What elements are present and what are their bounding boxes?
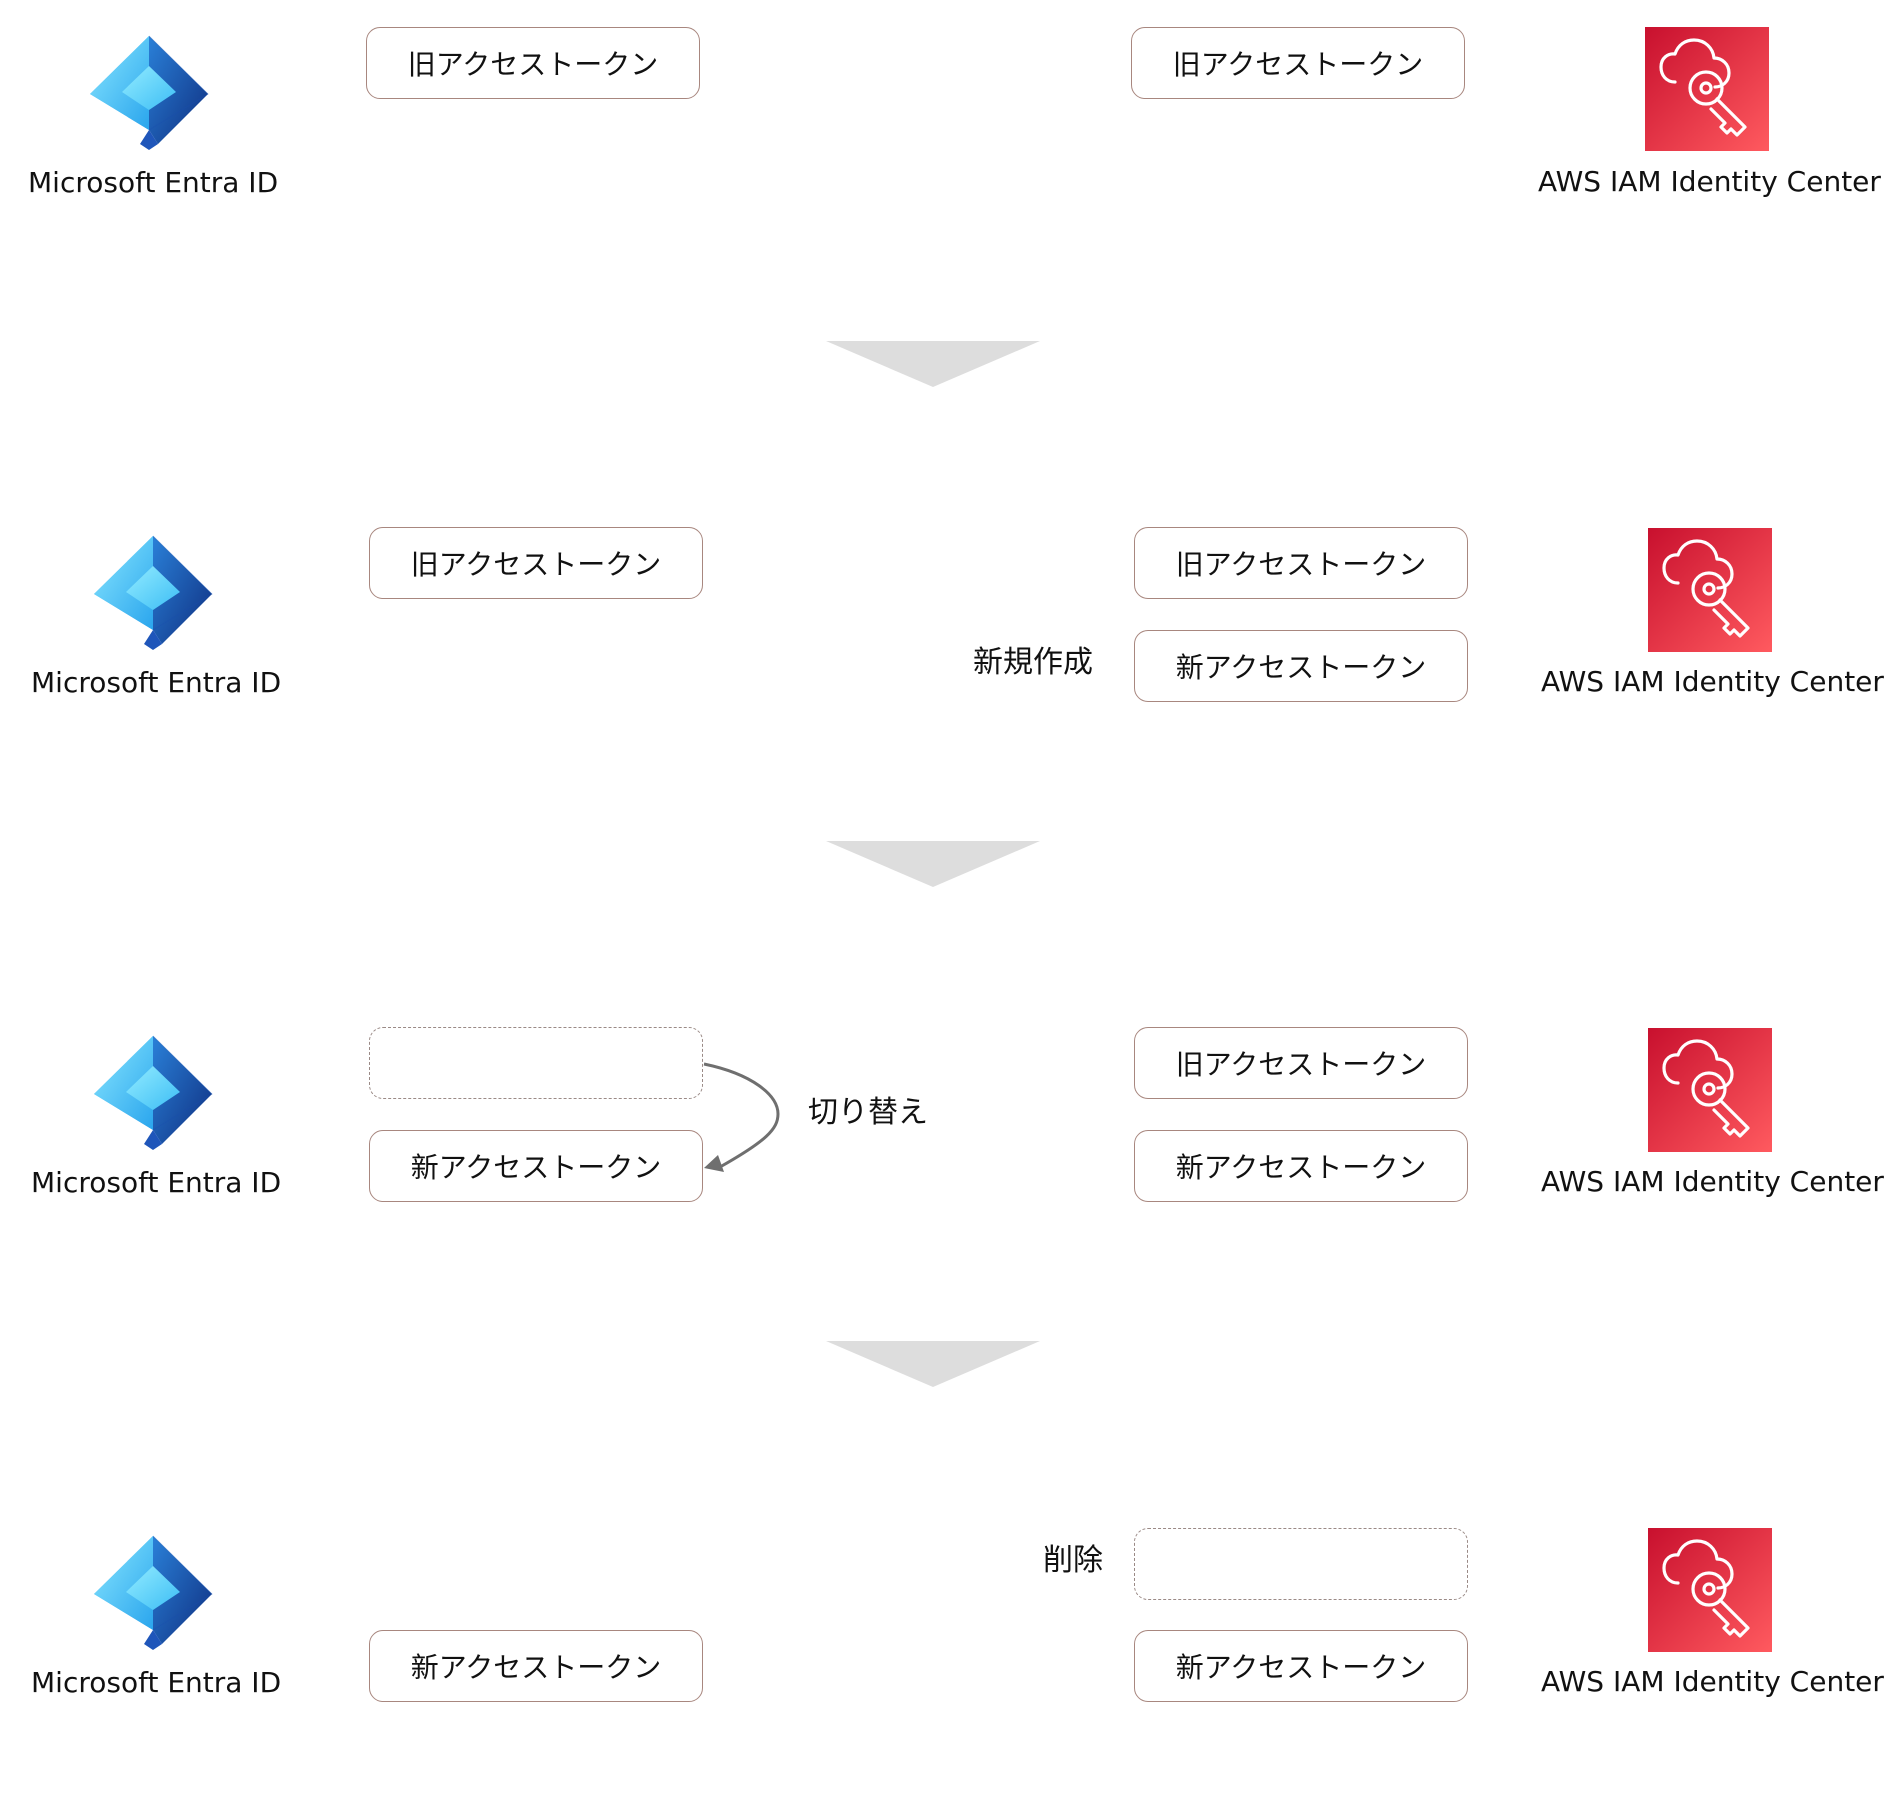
stage-transition-arrow-2 (826, 841, 1040, 887)
rotation-stage-2: Microsoft Entra ID 旧アクセストークン 旧アクセストークン 新… (0, 500, 1902, 820)
microsoft-entra-id-icon (88, 532, 218, 652)
microsoft-entra-id-label: Microsoft Entra ID (31, 1166, 282, 1199)
stage-transition-arrow-1 (826, 341, 1040, 387)
aws-iam-identity-center-icon (1645, 27, 1769, 151)
entra-new-access-token: 新アクセストークン (369, 1130, 703, 1202)
aws-new-access-token: 新アクセストークン (1134, 1630, 1468, 1702)
entra-new-access-token: 新アクセストークン (369, 1630, 703, 1702)
microsoft-entra-id-icon (88, 1032, 218, 1152)
switch-token-label: 切り替え (808, 1095, 928, 1130)
rotation-stage-3: Microsoft Entra ID 新アクセストークン 切り替え 旧アクセスト… (0, 1000, 1902, 1320)
aws-iam-identity-center-icon (1648, 1028, 1772, 1152)
microsoft-entra-id-label: Microsoft Entra ID (31, 666, 282, 699)
microsoft-entra-id-label: Microsoft Entra ID (28, 166, 279, 199)
entra-token-placeholder (369, 1027, 703, 1099)
switch-arrow (703, 1062, 780, 1172)
aws-new-access-token: 新アクセストークン (1134, 630, 1468, 702)
aws-iam-identity-center-icon (1648, 1528, 1772, 1652)
rotation-stage-4: Microsoft Entra ID 新アクセストークン 削除 新アクセストーク… (0, 1500, 1902, 1820)
microsoft-entra-id-icon (88, 1532, 218, 1652)
rotation-stage-1: Microsoft Entra ID 旧アクセストークン 旧アクセストークン A… (0, 0, 1902, 320)
aws-deleted-token-placeholder (1134, 1528, 1468, 1600)
aws-iam-identity-center-label: AWS IAM Identity Center (1541, 1165, 1884, 1198)
aws-iam-identity-center-icon (1648, 528, 1772, 652)
stage-transition-arrow-3 (826, 1341, 1040, 1387)
aws-old-access-token: 旧アクセストークン (1134, 527, 1468, 599)
microsoft-entra-id-label: Microsoft Entra ID (31, 1666, 282, 1699)
aws-new-access-token: 新アクセストークン (1134, 1130, 1468, 1202)
aws-iam-identity-center-label: AWS IAM Identity Center (1541, 1665, 1884, 1698)
aws-iam-identity-center-label: AWS IAM Identity Center (1538, 165, 1881, 198)
aws-old-access-token: 旧アクセストークン (1134, 1027, 1468, 1099)
aws-iam-identity-center-label: AWS IAM Identity Center (1541, 665, 1884, 698)
create-new-token-label: 新規作成 (973, 645, 1093, 680)
delete-token-label: 削除 (1043, 1543, 1103, 1578)
entra-old-access-token: 旧アクセストークン (369, 527, 703, 599)
aws-old-access-token: 旧アクセストークン (1131, 27, 1465, 99)
entra-old-access-token: 旧アクセストークン (366, 27, 700, 99)
microsoft-entra-id-icon (84, 32, 214, 152)
